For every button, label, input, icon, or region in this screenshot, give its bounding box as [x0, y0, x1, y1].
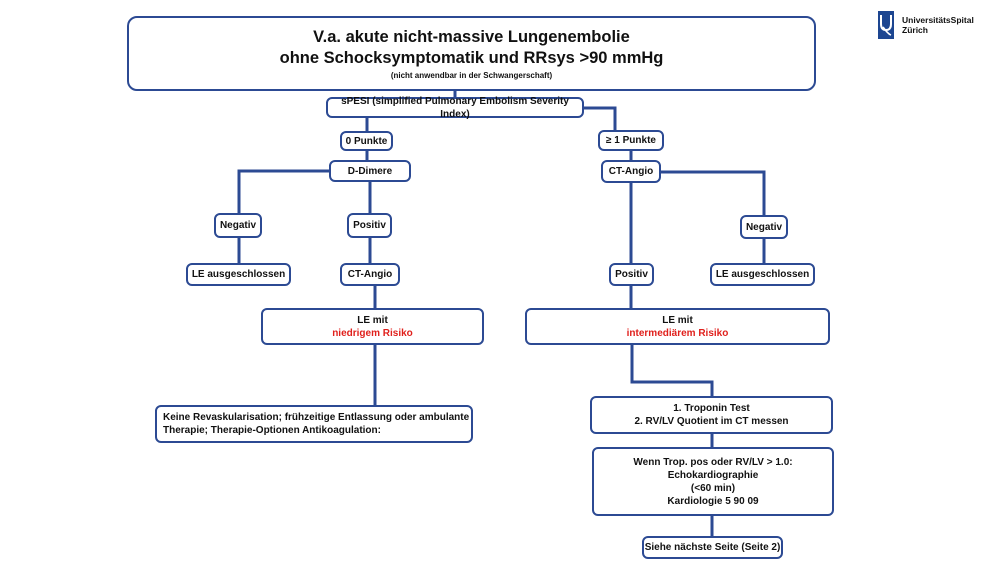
tests-line2: 2. RV/LV Quotient im CT messen — [634, 416, 789, 427]
le-low-line2: niedrigem Risiko — [332, 327, 413, 339]
ct-angio-right-box: CT-Angio — [601, 160, 661, 183]
le-excluded-right-box: LE ausgeschlossen — [710, 263, 815, 286]
le-intermediate-line1: LE mit — [662, 314, 693, 326]
title-line1: V.a. akute nicht-massive Lungenembolie — [313, 27, 630, 46]
logo-line1: UniversitätsSpital — [902, 15, 974, 25]
le-low-risk-box: LE mit niedrigem Risiko — [261, 308, 484, 345]
connector-ctangio-negativ-right — [659, 170, 766, 215]
le-low-line1: LE mit — [357, 314, 388, 326]
next-page-box: Siehe nächste Seite (Seite 2) — [642, 536, 783, 559]
therapy-line2: Therapie; Therapie-Optionen Antikoagulat… — [163, 425, 381, 436]
usz-logo-icon — [878, 11, 894, 39]
connector-leint-tests — [630, 345, 714, 396]
logo-line2: Zürich — [902, 25, 928, 35]
zero-points-box: 0 Punkte — [340, 131, 393, 151]
ct-angio-left-box: CT-Angio — [340, 263, 400, 286]
spesi-box: sPESI (simplified Pulmonary Embolism Sev… — [326, 96, 584, 120]
title-line2: ohne Schocksymptomatik und RRsys >90 mmH… — [279, 48, 664, 67]
negativ-right-box: Negativ — [740, 215, 788, 239]
therapy-line1: Keine Revaskularisation; frühzeitige Ent… — [163, 412, 470, 423]
le-intermediate-risk-box: LE mit intermediärem Risiko — [525, 308, 830, 345]
negativ-left-box: Negativ — [214, 213, 262, 238]
tests-box: 1. Troponin Test 2. RV/LV Quotient im CT… — [590, 396, 833, 434]
connector-spesi-right — [584, 106, 617, 130]
positiv-left-box: Positiv — [347, 213, 392, 238]
d-dimere-box: D-Dimere — [329, 160, 411, 182]
echo-line1: Wenn Trop. pos oder RV/LV > 1.0: — [633, 456, 793, 468]
le-intermediate-line2: intermediärem Risiko — [626, 327, 729, 339]
title-box: V.a. akute nicht-massive Lungenembolie o… — [127, 16, 816, 91]
echo-line3: (<60 min) — [690, 482, 736, 494]
le-excluded-left-box: LE ausgeschlossen — [186, 263, 291, 286]
tests-line1: 1. Troponin Test — [673, 403, 750, 414]
echo-line4: Kardiologie 5 90 09 — [667, 495, 759, 507]
therapy-box: Keine Revaskularisation; frühzeitige Ent… — [155, 405, 473, 443]
connector-ddimere-negativ — [237, 169, 330, 213]
usz-logo: UniversitätsSpital Zürich — [878, 11, 974, 39]
positiv-right-box: Positiv — [609, 263, 654, 286]
echo-box: Wenn Trop. pos oder RV/LV > 1.0: Echokar… — [592, 447, 834, 516]
one-points-box: ≥ 1 Punkte — [598, 130, 664, 151]
echo-line2: Echokardiographie — [667, 469, 759, 481]
title-note: (nicht anwendbar in der Schwangerschaft) — [390, 70, 553, 80]
